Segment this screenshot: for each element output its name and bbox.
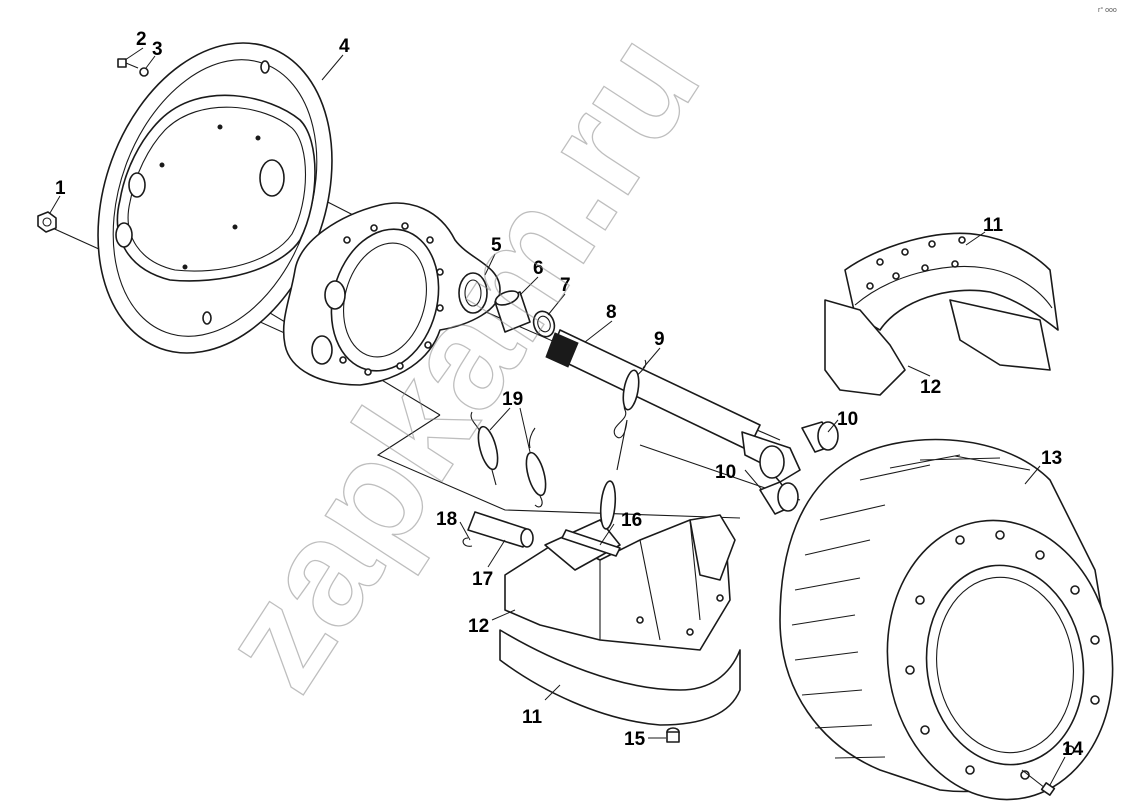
callout-1: 1 (55, 178, 66, 199)
callout-16: 16 (621, 510, 642, 531)
brake-drum (779, 438, 1114, 801)
camshaft-part-8 (545, 329, 801, 483)
lower-brake-shoe (499, 514, 741, 726)
anchor-pin-part-17 (467, 511, 534, 548)
callout-5: 5 (491, 235, 502, 256)
callout-3: 3 (152, 39, 163, 60)
return-spring-part-9 (613, 359, 647, 471)
callout-11-upper: 11 (983, 215, 1004, 236)
clip-part-18 (462, 537, 473, 547)
brake-spider (282, 202, 501, 386)
backing-plate (97, 42, 333, 354)
upper-brake-shoe (824, 232, 1059, 396)
callout-11-lower: 11 (522, 707, 543, 728)
roller-part-10-upper (801, 421, 839, 453)
callout-10-upper: 10 (837, 409, 858, 430)
roller-part-10-lower (759, 481, 799, 515)
callout-labels: 1 2 3 4 5 6 7 8 9 10 10 11 11 12 12 13 1… (55, 29, 1084, 760)
callout-15: 15 (624, 729, 646, 750)
callout-4: 4 (339, 36, 350, 57)
callout-14: 14 (1062, 739, 1084, 760)
callout-6: 6 (533, 258, 544, 279)
ring-part-7 (532, 310, 556, 338)
bolt-and-washer-2-3 (117, 58, 149, 77)
screw-part-15 (666, 727, 680, 743)
callout-2: 2 (136, 29, 147, 50)
leader-lines (49, 47, 1066, 786)
drum-cooling-ribs (791, 454, 1031, 759)
corner-mark: r° ooo (1098, 6, 1117, 14)
callout-19: 19 (502, 389, 523, 410)
springs-part-19 (470, 411, 617, 530)
bushing-part-6 (494, 290, 531, 333)
callout-18: 18 (436, 509, 457, 530)
callout-12-lower: 12 (468, 616, 489, 637)
callout-7: 7 (560, 275, 571, 296)
drum-bolt-part-14 (1021, 769, 1056, 796)
callout-8: 8 (606, 302, 617, 323)
nut-part-1 (37, 211, 57, 233)
callout-10-lower: 10 (715, 462, 736, 483)
callout-12-upper: 12 (920, 377, 941, 398)
callout-17: 17 (472, 569, 493, 590)
callout-9: 9 (654, 329, 665, 350)
callout-13: 13 (1041, 448, 1062, 469)
